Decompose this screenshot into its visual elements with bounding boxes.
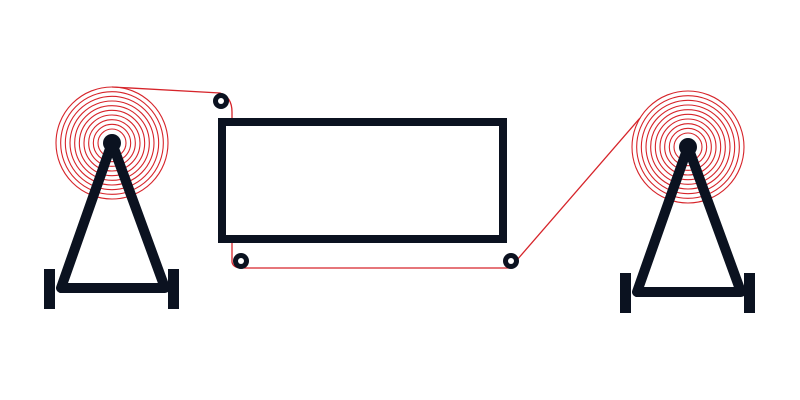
right-reel-coil (631, 90, 745, 204)
roller-hub (218, 98, 224, 104)
coil-ring (650, 109, 726, 185)
coil-ring (88, 119, 136, 167)
coil-ring (78, 109, 146, 177)
coil-ring (83, 114, 141, 172)
stand-foot-right (168, 269, 179, 309)
coil-ring (631, 90, 745, 204)
stand-foot-left (44, 269, 55, 309)
right-reel-stand (620, 138, 755, 313)
coil-ring (668, 127, 708, 167)
coil-ring (64, 95, 160, 191)
reel-hub (103, 134, 121, 152)
left-reel-stand (44, 134, 179, 309)
coil-ring (664, 123, 712, 171)
processing-box (218, 118, 507, 243)
coil-ring (69, 100, 155, 186)
wire-path (111, 86, 641, 269)
bottom-left-guide-roller (233, 253, 249, 269)
wire-segment-left-reel-to-top-roller (111, 86, 233, 123)
coil-ring (659, 118, 717, 176)
roller-hub (508, 258, 514, 264)
stand-foot-left (620, 273, 631, 313)
coil-ring (654, 113, 722, 181)
coil-ring (645, 104, 731, 190)
bottom-right-guide-roller (503, 253, 519, 269)
stand-frame (632, 142, 746, 297)
coil-ring (636, 95, 740, 199)
coil-ring (60, 91, 164, 195)
coil-ring (92, 123, 132, 163)
coil-ring (640, 99, 736, 195)
stand-foot-right (744, 273, 755, 313)
top-guide-roller (213, 93, 229, 109)
reel-hub (679, 138, 697, 156)
roller-hub (238, 258, 244, 264)
wire-segment-to-right-reel (509, 117, 641, 269)
coil-ring (74, 105, 150, 181)
stand-frame (56, 138, 170, 293)
